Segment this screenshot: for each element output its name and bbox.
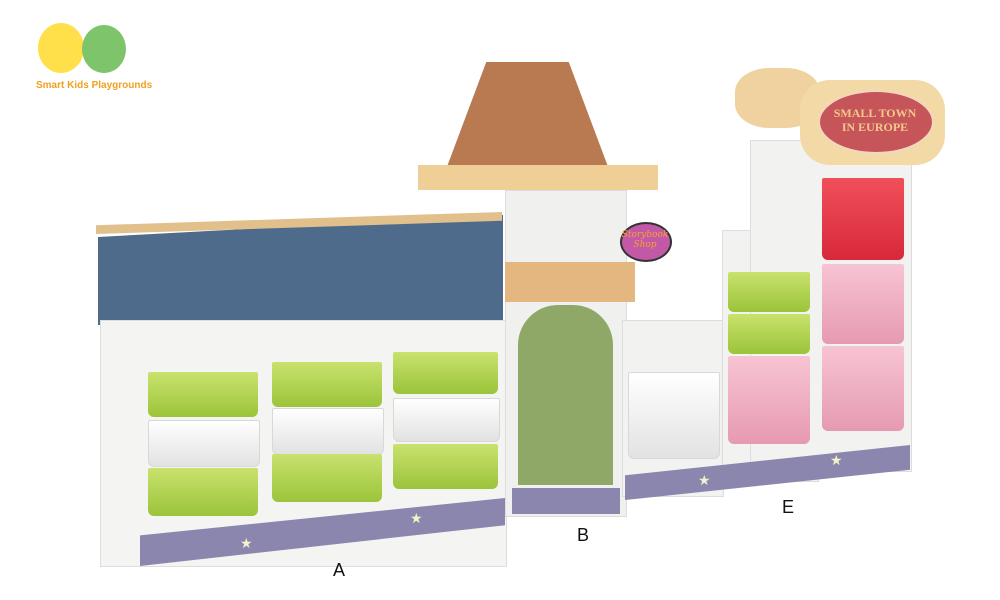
bin-e-1 [628, 372, 720, 459]
main-sign-text: SMALL TOWN IN EUROPE [833, 106, 917, 134]
label-a: A [333, 560, 346, 580]
star-icon: ★ [240, 535, 253, 551]
star-icon: ★ [830, 452, 843, 468]
logo [30, 15, 140, 90]
bin-e-6 [822, 264, 904, 344]
balcony [505, 262, 635, 302]
logo-text: Smart Kids Playgrounds [36, 80, 153, 91]
bin-a-6 [272, 454, 382, 502]
tower-cornice [418, 165, 658, 190]
bin-e-4 [728, 356, 810, 444]
main-sign-oval [818, 90, 934, 154]
plinth-b [512, 488, 620, 514]
yellow-chick-icon [38, 23, 84, 73]
bin-e-7 [822, 346, 904, 431]
arch-door [518, 305, 613, 485]
shop-sign-text: Storybook Shop [621, 230, 669, 250]
bin-a-9 [393, 444, 498, 489]
label-e: E [782, 497, 795, 517]
bin-a-4 [272, 362, 382, 407]
bin-a-5 [272, 408, 384, 455]
green-bird-icon [82, 25, 126, 73]
bin-a-1 [148, 372, 258, 417]
bin-a-8 [393, 398, 500, 442]
bin-e-5 [822, 178, 904, 260]
bin-a-7 [393, 352, 498, 394]
label-b: B [577, 525, 590, 545]
bin-e-3 [728, 314, 810, 354]
bin-a-3 [148, 468, 258, 516]
star-icon: ★ [698, 472, 711, 488]
star-icon: ★ [410, 510, 423, 526]
tower-roof [445, 62, 610, 172]
bin-a-2 [148, 420, 260, 467]
shop-sign [620, 222, 672, 262]
bin-e-2 [728, 272, 810, 312]
